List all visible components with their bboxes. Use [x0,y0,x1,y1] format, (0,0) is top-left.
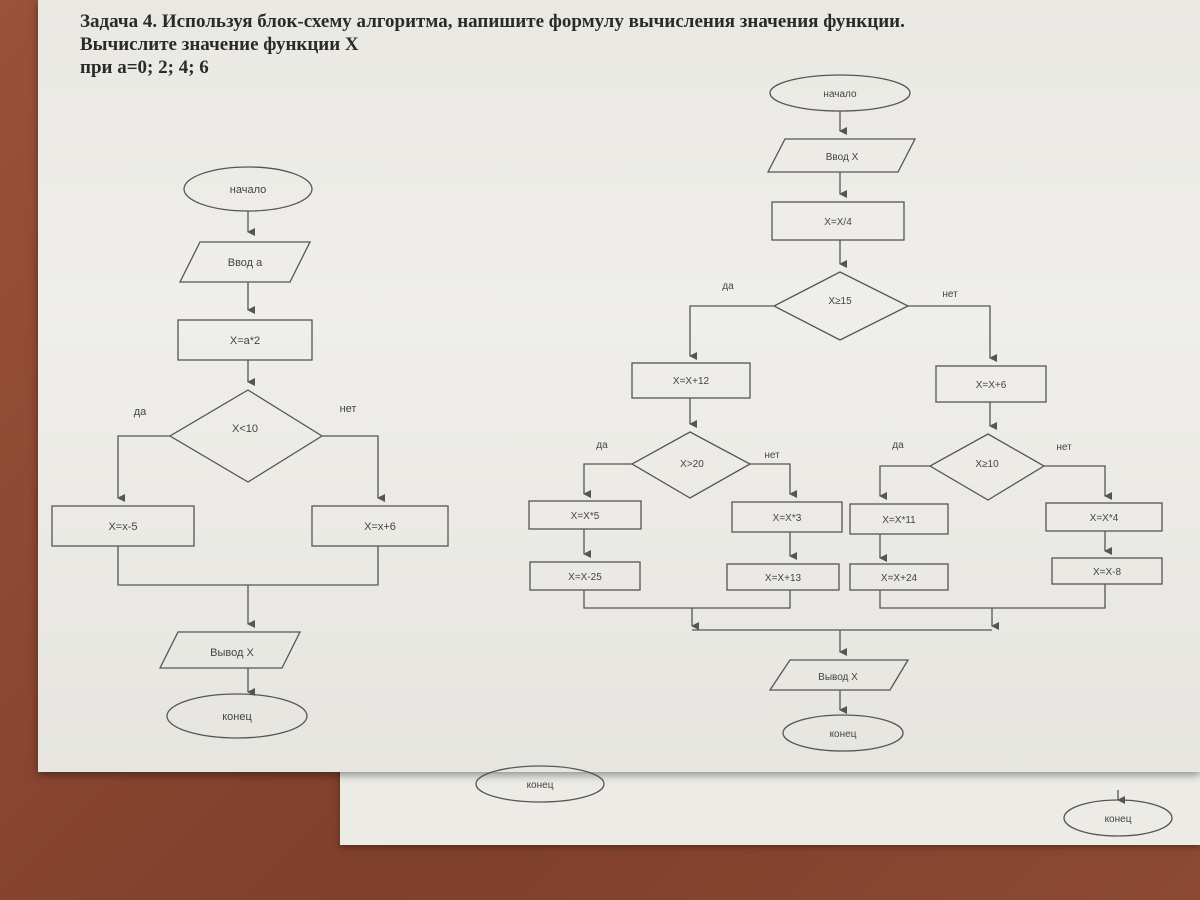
right-condition-3-label: X≥10 [975,459,999,470]
right-condition-1-label: X≥15 [828,296,852,307]
right-box-4b-label: X=X-8 [1093,567,1122,578]
right-condition-2-label: X>20 [680,459,704,470]
right-box-2-label: X=X*3 [773,513,802,524]
underlying-sheet [340,765,1200,845]
right-condition-1-diamond [772,271,910,341]
left-condition-diamond [168,389,324,483]
right-no-1-box [935,365,1047,403]
left-end-label: конец [222,711,252,723]
left-start-label: начало [230,184,266,196]
task-line-1: Задача 4. Используя блок-схему алгоритма… [80,11,905,32]
underlying-sheet-content: конец конец [475,765,1173,837]
left-condition-label: X<10 [232,423,258,435]
right-assign-box [771,201,905,241]
left-input-label: Ввод а [228,257,263,269]
right-box-1 [528,500,642,530]
task-statement: Задача 4. Используя блок-схему алгоритма… [80,10,1160,79]
left-no-label: нет [340,403,357,415]
right-box-4b [1051,557,1163,585]
right-box-3 [849,503,949,535]
right-yes-1-box-label: X=X+12 [673,376,710,387]
left-yes-box [51,505,195,547]
right-box-2 [731,501,843,533]
right-box-4-label: X=X*4 [1090,513,1119,524]
right-box-1b-label: X=X-25 [568,572,602,583]
right-condition-3-diamond [928,433,1046,501]
left-no-box [311,505,449,547]
right-box-1b [529,561,641,591]
right-no-3-label: нет [1056,442,1072,453]
left-input-parallelogram [178,241,312,283]
right-assign-label: X=X/4 [824,217,852,228]
task-line-3: при а=0; 2; 4; 6 [80,57,209,78]
left-output-parallelogram [158,631,302,669]
right-end-terminal [782,714,904,752]
left-no-box-label: X=x+6 [364,521,396,533]
left-flowchart: начало Ввод а X=a*2 X<10 да нет X=x-5 X=… [51,166,449,739]
right-output-label: Вывод Х [818,672,858,683]
under-end-terminal-right [1063,799,1173,837]
right-condition-2-diamond [630,431,752,499]
right-box-1-label: X=X*5 [571,511,600,522]
under-end-terminal-left [475,765,605,803]
right-input-parallelogram [766,138,917,173]
right-yes-2-label: да [596,440,608,451]
right-box-2b-label: X=X+13 [765,573,802,584]
worksheet-paper [38,0,1200,772]
right-no-2-label: нет [764,450,780,461]
right-flowchart: начало Ввод Х X=X/4 X≥15 да нет X=X+12 X… [528,74,1163,752]
right-output-parallelogram [768,659,910,691]
left-output-label: Вывод Х [210,647,254,659]
left-end-terminal [166,693,308,739]
right-end-label: конец [830,729,857,740]
left-assign-label: X=a*2 [230,335,260,347]
left-yes-box-label: X=x-5 [108,521,137,533]
under-end-label-left: конец [527,780,554,791]
right-box-3b [849,563,949,591]
task-line-2: Вычислите значение функции X [80,34,359,55]
right-no-1-label: нет [942,289,958,300]
right-box-4 [1045,502,1163,532]
right-yes-1-label: да [722,281,734,292]
right-box-3-label: X=X*11 [882,515,916,526]
right-box-3b-label: X=X+24 [881,573,918,584]
right-start-label: начало [823,89,857,100]
right-yes-1-box [631,362,751,399]
left-yes-label: да [134,406,147,418]
right-no-1-box-label: X=X+6 [976,380,1007,391]
left-assign-box [177,319,313,361]
right-yes-3-label: да [892,440,904,451]
under-end-label-right: конец [1105,814,1132,825]
right-input-label: Ввод Х [826,152,859,163]
right-box-2b [726,563,840,591]
